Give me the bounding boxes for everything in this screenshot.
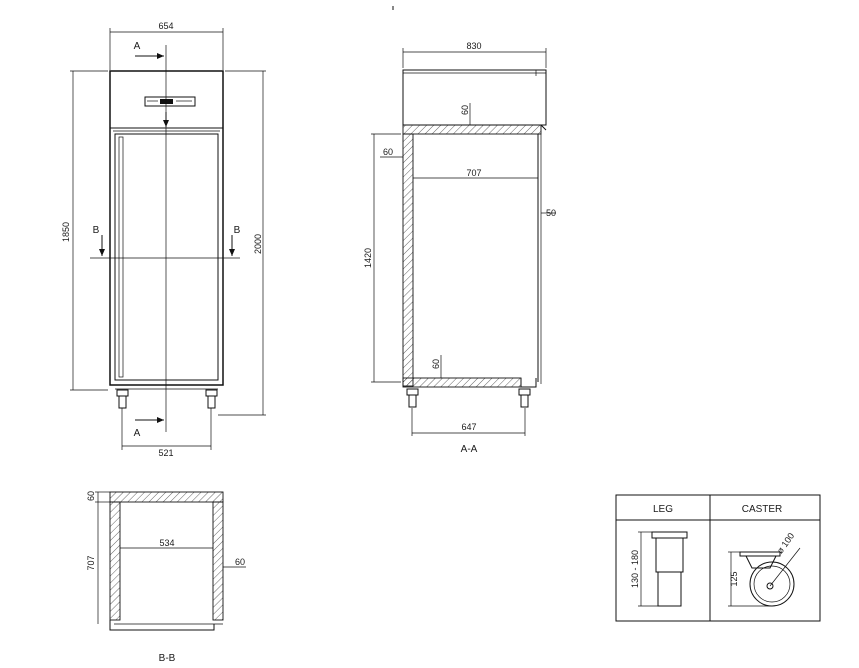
bb-height-dim: 707 [86, 555, 96, 570]
front-view: 654 521 A A B [61, 21, 266, 458]
aa-leg-right [518, 388, 531, 396]
leg-height-dim: 130 - 180 [630, 550, 640, 588]
bb-inner-width-dim: 534 [159, 538, 174, 548]
section-a-label-top: A [134, 41, 141, 52]
aa-leg-left [406, 388, 419, 396]
aa-top-wall-dim: 60 [460, 105, 470, 115]
leg-plate-icon [651, 531, 688, 539]
bb-top-wall [109, 491, 224, 503]
aa-bottom-wall [402, 377, 522, 388]
aa-door-gap-dim: 50 [546, 208, 556, 218]
control-display [144, 96, 196, 107]
front-leg-left [116, 389, 129, 397]
aa-top-compartment [402, 69, 547, 126]
aa-left-wall-dim: 60 [383, 147, 393, 157]
bb-door [109, 620, 215, 631]
bb-left-wall [109, 501, 121, 621]
front-width-dim: 654 [158, 21, 173, 31]
section-b-label-right: B [234, 225, 241, 236]
bb-top-wall-dim: 60 [86, 491, 96, 501]
section-bb-view: 60 707 534 60 B-B [86, 491, 246, 664]
leg-caster-detail: LEG CASTER 130 - 180 ø 100 125 [615, 494, 821, 622]
front-door-height-dim: 1850 [61, 222, 71, 242]
display-screen [160, 99, 173, 104]
aa-inner-width-dim: 707 [466, 168, 481, 178]
aa-left-wall [402, 133, 414, 387]
bb-caption: B-B [159, 653, 176, 664]
aa-inner-height-dim: 1420 [363, 248, 373, 268]
leg-title: LEG [653, 504, 673, 515]
aa-top-wall [402, 124, 542, 135]
bb-right-wall [212, 501, 224, 621]
leg-body-icon [655, 537, 684, 573]
door-handle [118, 136, 124, 378]
front-leg-right [205, 389, 218, 397]
section-aa-view: 830 60 60 707 50 1420 60 [363, 41, 556, 455]
bb-side-wall-dim: 60 [235, 557, 245, 567]
caster-diameter-dim: ø 100 [775, 531, 796, 556]
aa-total-width-dim: 830 [466, 41, 481, 51]
leg-foot-icon [657, 571, 682, 607]
section-b-label-left: B [93, 225, 100, 236]
aa-bottom-wall-dim: 60 [431, 359, 441, 369]
caster-height-dim: 125 [729, 571, 739, 586]
aa-leg-span-dim: 647 [461, 422, 476, 432]
caster-title: CASTER [742, 504, 783, 515]
aa-caption: A-A [461, 444, 478, 455]
section-a-label-bottom: A [134, 428, 141, 439]
detail-frame [615, 494, 821, 622]
front-total-height-dim: 2000 [253, 234, 263, 254]
door [114, 133, 219, 381]
front-leg-span-dim: 521 [158, 448, 173, 458]
caster-plate-icon [739, 551, 781, 557]
